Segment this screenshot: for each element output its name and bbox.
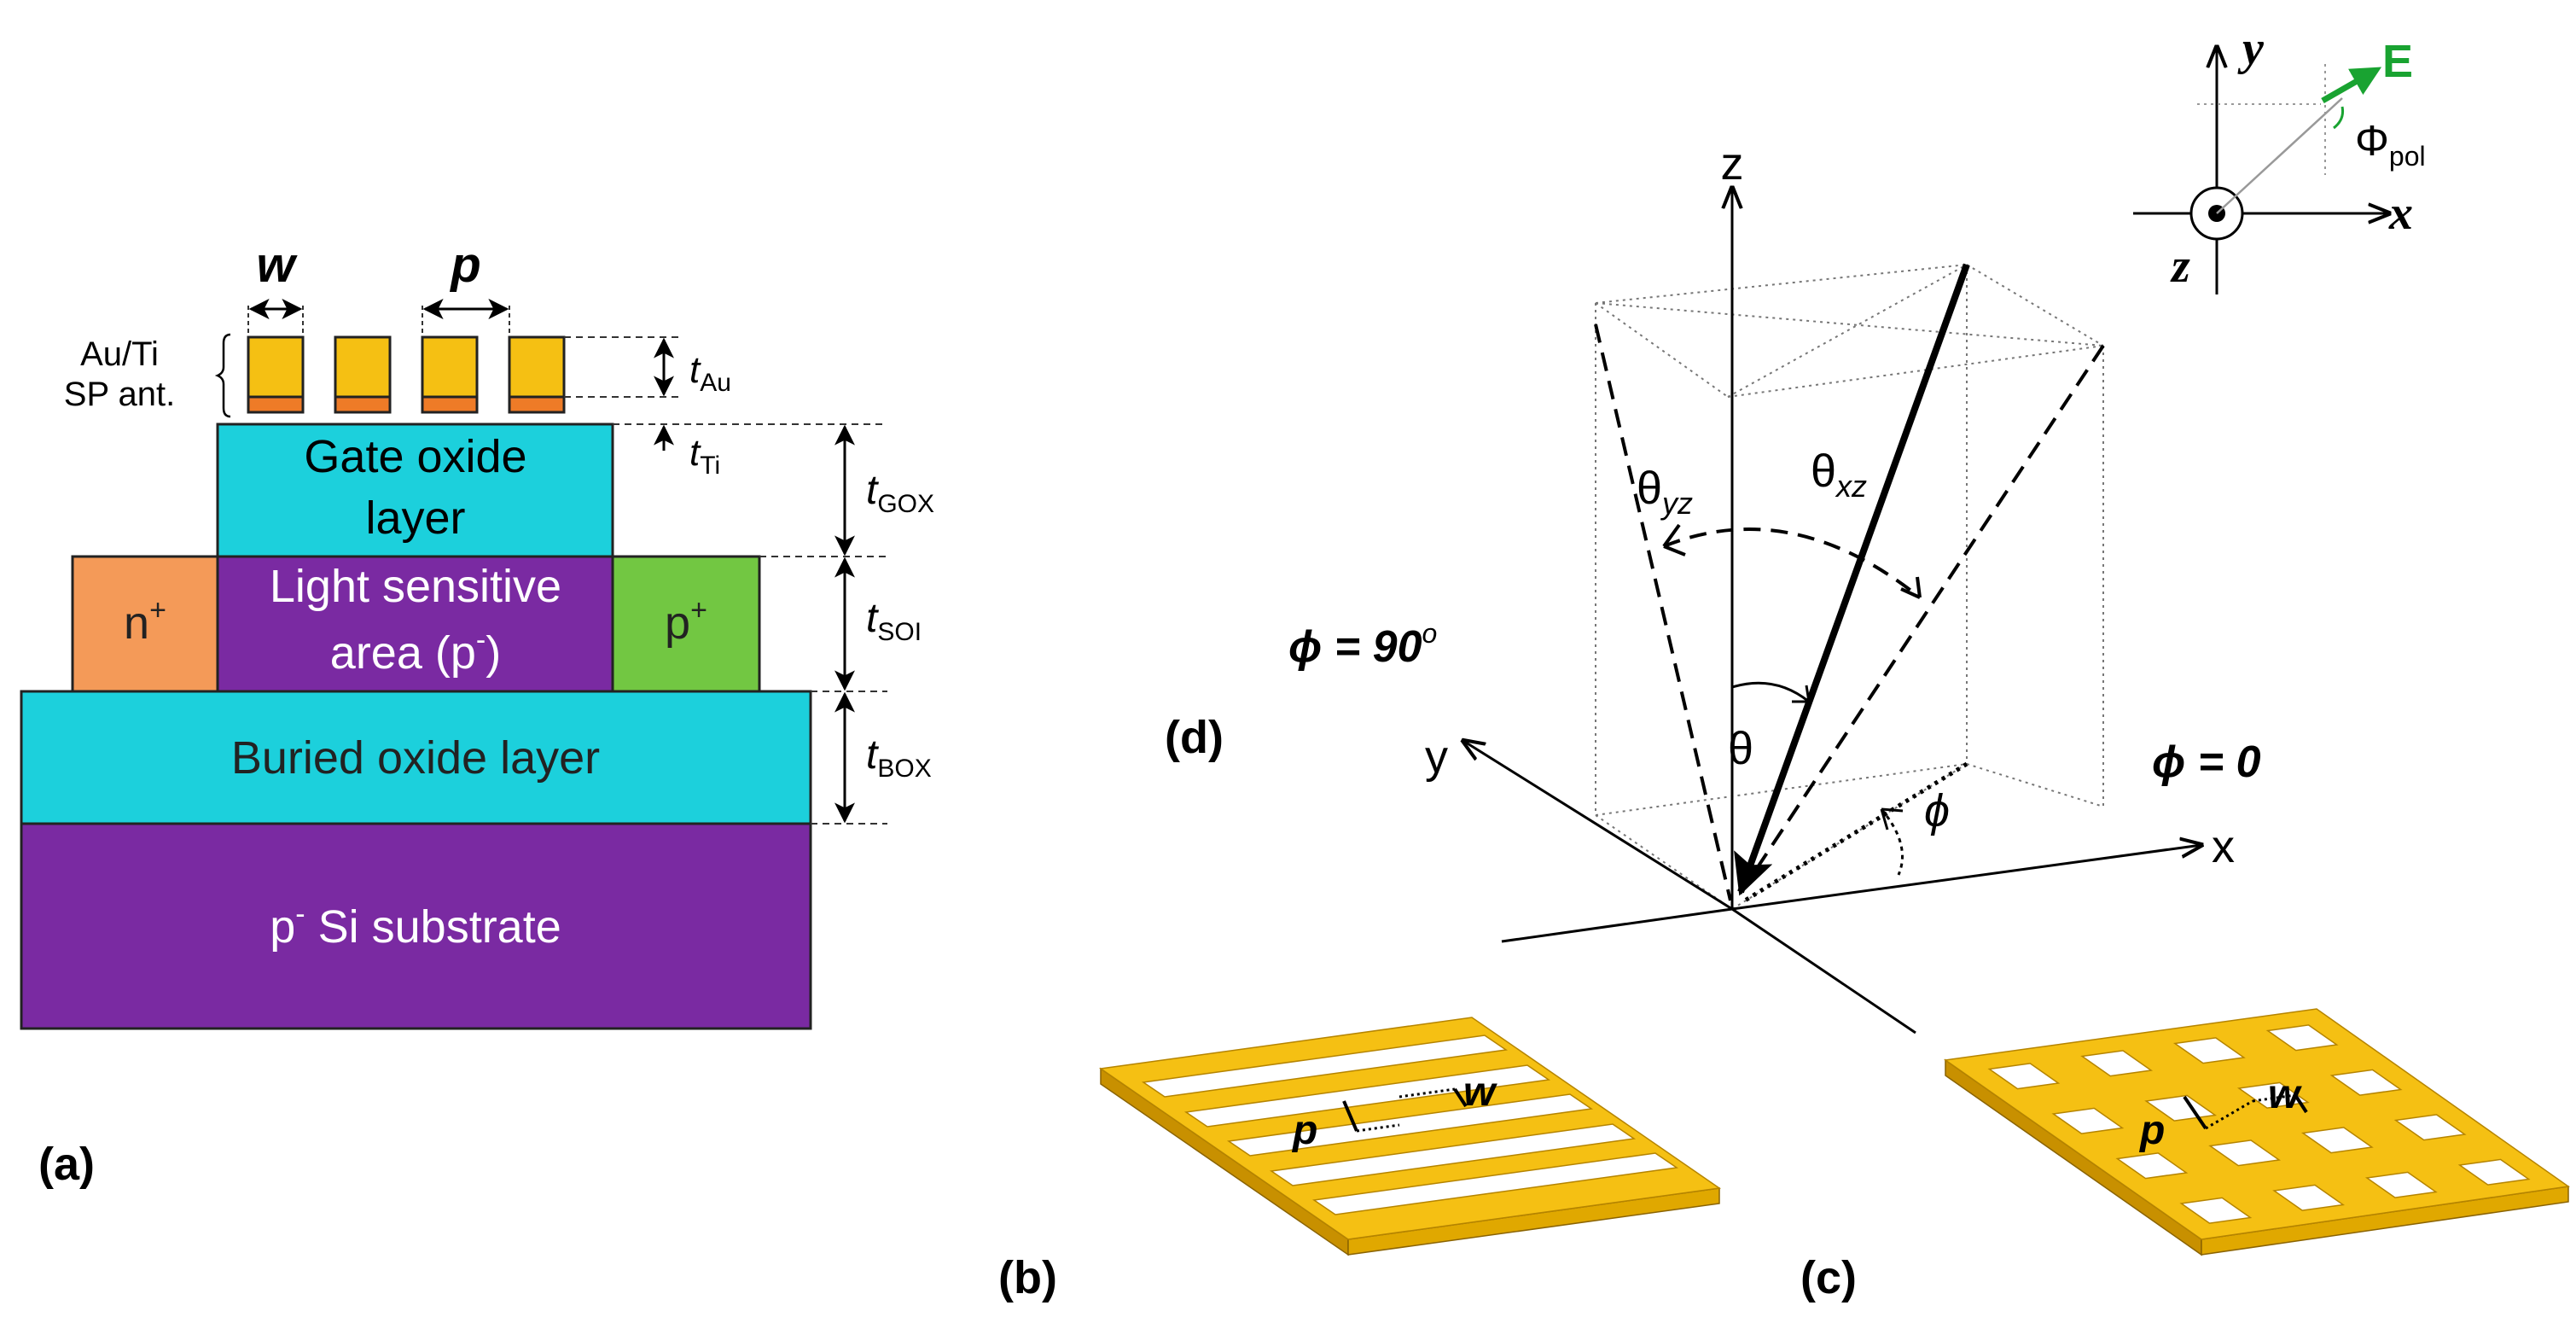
n-plus-text: n+: [124, 594, 166, 649]
antenna-bars: [247, 335, 566, 414]
y-axis-back: [1731, 907, 1916, 1035]
holes-label-w: w: [2268, 1072, 2302, 1117]
t-gox-label: tGOX: [866, 468, 934, 518]
t-au-label: tAu: [689, 349, 731, 397]
t-soi-label: tSOI: [866, 596, 922, 646]
buried-oxide-layer: [20, 690, 812, 825]
gate-oxide-text-1: Gate oxide: [304, 431, 526, 482]
hole: [2236, 1081, 2310, 1109]
panel-label-a: (a): [38, 1139, 95, 1190]
substrate-text: p- Si substrate: [270, 898, 561, 953]
hole: [2457, 1158, 2531, 1186]
hole: [1987, 1063, 2061, 1090]
hole: [2080, 1050, 2154, 1077]
axis-label-y: y: [1425, 731, 1448, 783]
phi-arc: [1880, 808, 1904, 876]
gate-oxide-layer: [216, 423, 614, 558]
light-sensitive-text-2: area (p-): [330, 624, 501, 679]
inset-label-y: y: [2237, 22, 2265, 75]
t-ti-label: tTi: [689, 432, 720, 480]
theta-label: θ: [1728, 723, 1753, 774]
phi-0-label: ϕ = 0: [2152, 737, 2261, 787]
phi-label: ϕ: [1924, 785, 1950, 836]
inset-label-z: z: [2170, 240, 2190, 293]
substrate-layer: [20, 822, 812, 1030]
panel-d-angles: z y x θyz θxz θ ϕ ϕ = 90o ϕ = 0 (d): [1165, 138, 2261, 1035]
hole: [2272, 1184, 2346, 1211]
phi-90-label: ϕ = 90o: [1288, 618, 1437, 672]
hole: [2300, 1127, 2374, 1154]
theta-arc: [1731, 681, 1810, 703]
phi-projection: [1743, 761, 1968, 903]
hole: [2329, 1069, 2403, 1096]
antenna-label-line1: Au/Ti: [80, 335, 159, 373]
inset-label-phi-pol: Φpol: [2355, 117, 2426, 172]
theta-arc-yz-xz: [1663, 527, 1922, 599]
axis-label-x: x: [2212, 821, 2235, 872]
theta-yz-label: θyz: [1637, 463, 1693, 521]
panel-b-grating: p w (b): [998, 1017, 1722, 1303]
panel-a-cross-section: Au/Ti SP ant. w p tAu tTi tGOX: [20, 237, 934, 1190]
e-field-arrow: [2321, 67, 2382, 104]
xz-projection: [1734, 344, 2105, 902]
incident-vector: [1734, 263, 1970, 896]
t-box-label: tBOX: [866, 732, 932, 783]
grating-label-w: w: [1463, 1069, 1497, 1115]
yz-projection: [1594, 323, 1732, 901]
p-plus-region: [611, 555, 761, 693]
buried-oxide-text: Buried oxide layer: [231, 732, 600, 784]
hole: [2115, 1152, 2189, 1180]
light-sensitive-text-1: Light sensitive: [270, 561, 561, 612]
holes-label-p: p: [2138, 1108, 2165, 1153]
panel-label-d: (d): [1165, 712, 1224, 763]
period-label-p: p: [449, 237, 480, 293]
width-label-w: w: [256, 237, 298, 293]
hole-array: [1987, 1024, 2531, 1224]
grating-slits: [1141, 1035, 1679, 1215]
hole: [2051, 1107, 2125, 1134]
grating-label-p: p: [1291, 1108, 1317, 1153]
hole: [2172, 1037, 2246, 1064]
panel-c-hole-array: p w (c): [1800, 1008, 2570, 1303]
hole: [2208, 1139, 2282, 1167]
hole: [2265, 1024, 2339, 1052]
x-axis: [1731, 845, 2201, 911]
hole: [2393, 1114, 2467, 1141]
axis-label-z: z: [1721, 138, 1744, 189]
n-plus-region: [71, 555, 219, 693]
polarization-inset: y x z E Φpol: [2133, 22, 2426, 294]
inset-label-E: E: [2382, 36, 2413, 87]
antenna-label-line2: SP ant.: [64, 376, 175, 413]
p-plus-text: p+: [665, 594, 707, 649]
hole: [2179, 1197, 2253, 1224]
antenna-brace: [214, 333, 231, 418]
light-sensitive-area: [216, 555, 614, 693]
panel-label-b: (b): [998, 1252, 1057, 1303]
gate-oxide-text-2: layer: [365, 492, 465, 544]
inset-label-x: x: [2388, 187, 2413, 240]
panel-label-c: (c): [1800, 1252, 1857, 1303]
hole: [2364, 1171, 2438, 1198]
theta-xz-label: θxz: [1811, 446, 1867, 504]
x-axis-back: [1501, 907, 1733, 943]
y-axis: [1463, 741, 1733, 911]
